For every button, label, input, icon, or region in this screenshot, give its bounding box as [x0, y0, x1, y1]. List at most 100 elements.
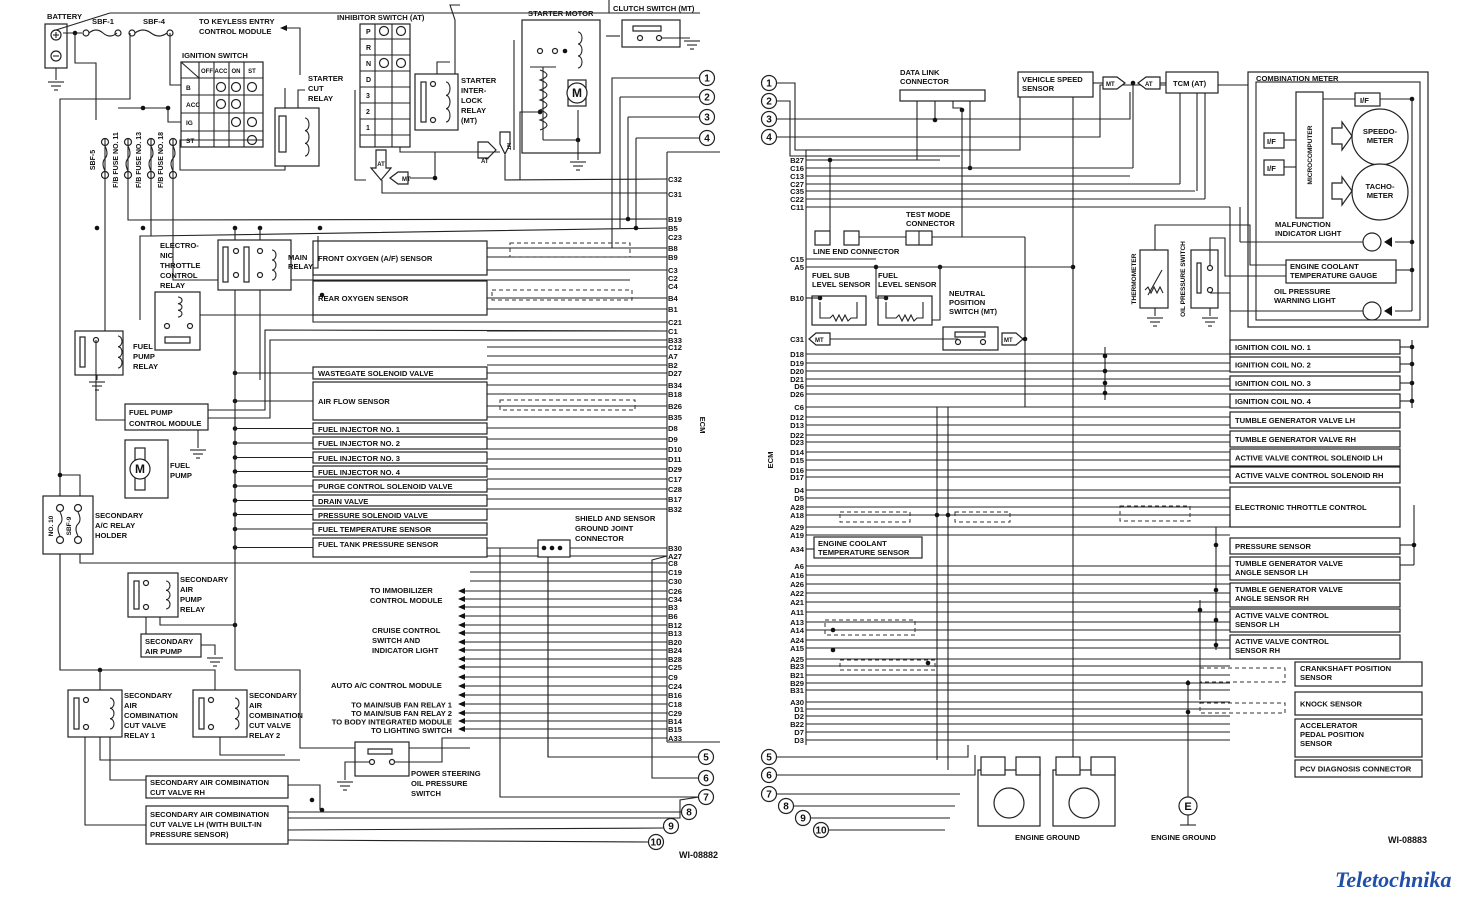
diagram-ref: WI-08882 — [679, 850, 718, 860]
ecm-pin-label: D1 — [794, 705, 804, 714]
output-label: TO BODY INTEGRATED MODULE — [332, 718, 452, 727]
cruise-label: INDICATOR LIGHT — [372, 646, 439, 655]
ecm-pin-label: C23 — [668, 233, 682, 242]
component-label: ELECTRONIC THROTTLE CONTROL — [1235, 503, 1367, 512]
line-end-connector — [843, 230, 860, 246]
at-arrow-icon — [369, 149, 393, 181]
ignition-row-label: ST — [186, 138, 194, 145]
speedometer-label: METER — [1367, 136, 1394, 145]
shield-icon — [839, 659, 936, 671]
component-box — [1229, 537, 1401, 555]
ecm-pin-label: B30 — [668, 544, 682, 553]
ecm-pin-label: B32 — [668, 505, 682, 514]
wire — [219, 737, 285, 756]
wire — [777, 100, 960, 157]
arrow-icon — [458, 604, 465, 610]
junction-dot — [827, 157, 833, 163]
ecm-pin-label: C26 — [668, 587, 682, 596]
connector-number: 8 — [686, 808, 692, 819]
shield-icon — [1199, 702, 1286, 714]
ecm-pin-label: D21 — [790, 375, 805, 384]
at-label: AT — [377, 162, 385, 168]
wire — [127, 138, 668, 221]
ecm-pin-label: A30 — [790, 698, 804, 707]
relay-contact — [164, 336, 191, 344]
coolant-sensor-label: ENGINE COOLANT — [818, 539, 887, 548]
connector-number: 7 — [703, 793, 709, 804]
main-relay-label: MAIN — [288, 253, 307, 262]
tcm — [1165, 71, 1219, 94]
sensor-label: FUEL INJECTOR NO. 2 — [318, 439, 400, 448]
arrow-icon — [458, 613, 465, 619]
main-relay-label: RELAY — [288, 262, 313, 271]
relay-contact — [243, 246, 250, 283]
terminal — [551, 47, 559, 55]
wire — [611, 77, 699, 248]
component-label: IGNITION COIL NO. 2 — [1235, 361, 1311, 370]
wire — [287, 839, 649, 843]
junction-dot — [319, 292, 325, 298]
terminal — [163, 322, 171, 330]
mt-label: MT — [505, 143, 511, 150]
ecm-pin-label: B22 — [790, 720, 804, 729]
junction-dot — [432, 175, 438, 181]
switch-contact — [230, 98, 242, 110]
thermistor-icon — [1144, 269, 1164, 296]
oil-pressure-switch-label: OIL PRESSURE SWITCH — [1180, 241, 1187, 317]
ecm-label: ECM — [766, 452, 775, 469]
relay-contact — [79, 336, 86, 368]
mt-label: MT — [402, 177, 411, 183]
sensor-label: PURGE CONTROL SOLENOID VALVE — [318, 482, 453, 491]
ac-relay-holder-label: SECONDARY — [95, 511, 143, 520]
switch-lever — [632, 25, 662, 32]
ecm-pin-label: C22 — [790, 195, 804, 204]
fuel-level-label: LEVEL SENSOR — [878, 280, 937, 289]
ground-lug — [1015, 756, 1041, 776]
engine-ground-label: ENGINE GROUND — [1151, 833, 1216, 842]
diode-icon — [1384, 237, 1392, 247]
thermometer-label: THERMOMETER — [1131, 253, 1138, 304]
fuse-icon — [73, 535, 83, 545]
connector-circle — [760, 748, 778, 766]
connector-circle — [698, 69, 716, 87]
sensor-label: FUEL TEMPERATURE SENSOR — [318, 525, 432, 534]
data-link-label: CONNECTOR — [900, 77, 949, 86]
connector-number: 10 — [650, 838, 662, 849]
arrow-icon — [458, 692, 465, 698]
ecm-label: ECM — [698, 417, 707, 434]
connector-number: 7 — [766, 790, 772, 801]
terminal — [536, 47, 544, 55]
component-label: ACTIVE VALVE CONTROL SOLENOID LH — [1235, 454, 1383, 463]
junction-dot — [925, 660, 931, 666]
sec-air-pump-relay-label: PUMP — [180, 595, 202, 604]
ecm-pin-label: B16 — [668, 691, 682, 700]
sensor-label: FUEL INJECTOR NO. 3 — [318, 454, 400, 463]
arrow-icon — [458, 639, 465, 645]
wire — [59, 554, 100, 671]
connector-number: 4 — [766, 133, 772, 144]
component-label: ACTIVE VALVE CONTROL SOLENOID RH — [1235, 471, 1384, 480]
inhibitor-switch — [359, 23, 411, 148]
terminal — [1206, 286, 1214, 294]
contact-icon — [420, 81, 427, 123]
sensor-label: REAR OXYGEN SENSOR — [318, 294, 409, 303]
component-box — [1294, 691, 1423, 716]
ecm-pin-label: A25 — [790, 655, 805, 664]
ecm-pin-label: B29 — [790, 679, 804, 688]
terminal — [232, 271, 240, 279]
immobilizer-label: TO IMMOBILIZER — [370, 586, 433, 595]
fuel-pump-control-module — [124, 403, 209, 431]
component-label: KNOCK SENSOR — [1300, 700, 1363, 709]
component-box — [1294, 718, 1423, 758]
ecm-pin-label: D27 — [668, 369, 682, 378]
junction-dot — [165, 105, 171, 111]
output-label: TO LIGHTING SWITCH — [371, 726, 452, 735]
junction-dot — [1102, 380, 1108, 386]
vehicle-speed-sensor — [1017, 71, 1094, 98]
arrow-right-icon — [1331, 120, 1353, 152]
oil-warning-label: WARNING LIGHT — [1274, 296, 1336, 305]
wire — [172, 138, 630, 281]
terminal — [82, 29, 90, 37]
ecm-pin-label: D18 — [790, 350, 804, 359]
